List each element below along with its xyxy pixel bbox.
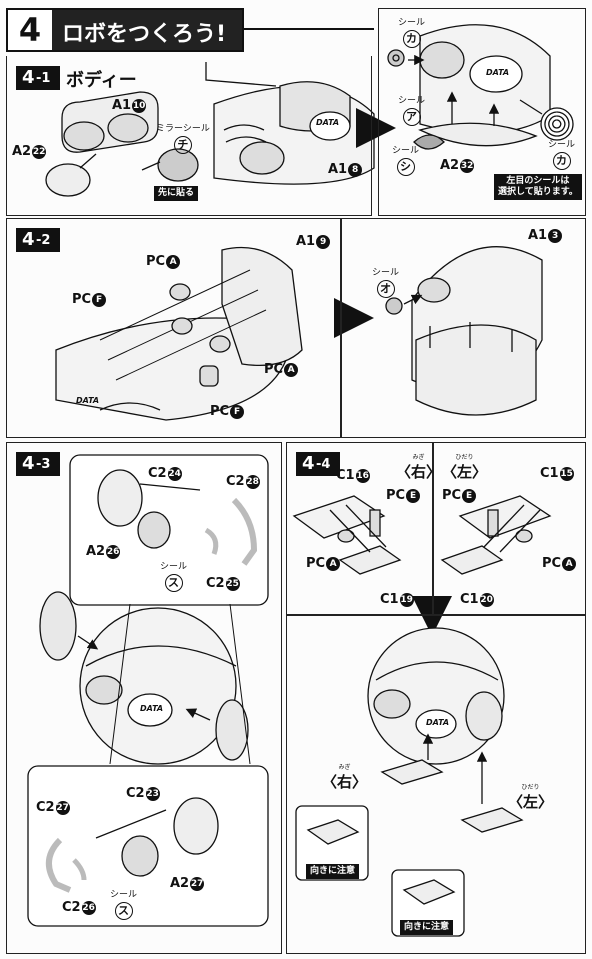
step-header: 4 ロボをつくろう! bbox=[6, 8, 244, 52]
seal-label: シールオ bbox=[372, 268, 399, 298]
seal-label: シールス bbox=[160, 562, 187, 592]
seal-label: シールカ bbox=[398, 18, 425, 48]
data-logo: DATA bbox=[140, 704, 164, 713]
seal-label: シールス bbox=[110, 890, 137, 920]
side-label-right: みぎ〈右〉 bbox=[396, 454, 442, 481]
panel-4-4-divider-h bbox=[286, 614, 586, 616]
data-logo: DATA bbox=[76, 396, 100, 405]
seal-label: シールカ bbox=[548, 140, 575, 170]
step-badge-4-2: 4 -2 bbox=[16, 228, 60, 252]
seal-label: ミラーシールチ bbox=[156, 124, 210, 154]
seal-label: シールシ bbox=[392, 146, 419, 176]
side-label-left: ひだり〈左〉 bbox=[442, 454, 488, 481]
step-number-badge: 4 bbox=[8, 10, 52, 50]
orientation-note-left: 向きに注意 bbox=[400, 920, 454, 935]
step-badge-4-3: 4 -3 bbox=[16, 452, 60, 476]
header-divider bbox=[244, 28, 374, 30]
orientation-note-right: 向きに注意 bbox=[306, 864, 360, 879]
side-label-left: ひだり〈左〉 bbox=[508, 784, 554, 811]
seal-select-line-1: 左目のシールは bbox=[506, 176, 570, 186]
seal-label: シールア bbox=[398, 96, 425, 126]
seal-select-line-2: 選択して貼ります。 bbox=[498, 187, 578, 197]
panel-4-2-divider bbox=[340, 218, 342, 438]
step-badge-4-4: 4 -4 bbox=[296, 452, 340, 476]
data-logo: DATA bbox=[426, 718, 450, 727]
step-title-4-1: ボディー bbox=[66, 70, 137, 91]
panel-4-4-divider-v bbox=[432, 442, 434, 614]
page-title: ロボをつくろう! bbox=[62, 22, 227, 47]
apply-first-note: 先に貼る bbox=[154, 186, 199, 201]
data-logo: DATA bbox=[486, 68, 510, 77]
seal-select-note: 左目のシールは 選択して貼ります。 bbox=[494, 174, 582, 200]
side-label-right: みぎ〈右〉 bbox=[322, 764, 368, 791]
step-badge-4-1: 4 -1 bbox=[16, 66, 60, 90]
data-logo: DATA bbox=[316, 118, 340, 127]
